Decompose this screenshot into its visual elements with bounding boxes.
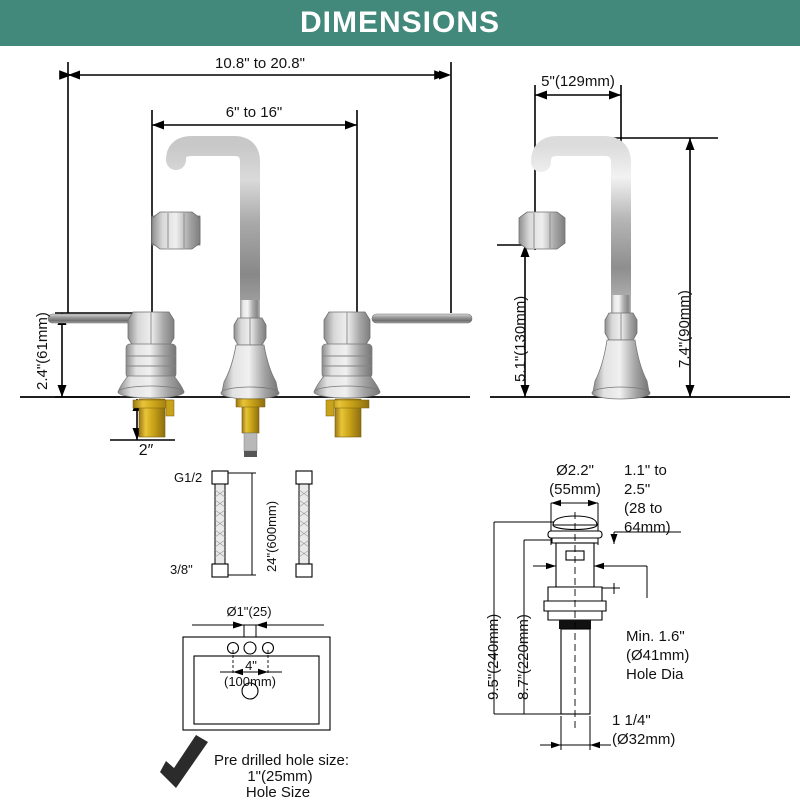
page-title: DIMENSIONS [299,6,501,39]
spout-base-side [591,312,651,400]
drain-body-length-label: 8.7”(220mm) [515,614,532,700]
deck-thickness-line3: (28 to [624,500,663,517]
tail-dia-line2: (Ø32mm) [612,731,676,748]
sink-spread-mm-label: (100mm) [223,674,277,689]
cap-diameter-dimension [550,499,599,545]
deck-thickness-line1: 1.1" to [624,462,667,479]
deck-thickness-line2: 2.5" [624,481,651,498]
handle-height-dimension [55,312,160,398]
supply-hose-left [211,470,229,578]
brass-shank-left [132,398,175,438]
overall-height-dimension [555,137,718,397]
faucet-handle-right [313,311,473,399]
brass-shank-right [325,398,370,438]
min-hole-leader [602,583,620,594]
handle-spread-label: 6" to 16" [225,104,283,121]
deck-thickness-line4: 64mm) [624,519,671,536]
spout-base [220,317,280,400]
min-hole-line2: (Ø41mm) [626,647,690,664]
shank-length-dimension [110,399,175,441]
handle-spread-dimension [151,110,358,320]
hose-bottom-thread-label: 3/8" [170,562,193,577]
overall-height-label: 7.4"(90mm) [676,290,693,368]
shank-length-label: 2″ [138,442,154,459]
hose-top-thread-label: G1/2 [174,470,203,485]
drain-cap-dia-label: Ø2.2" [556,462,594,479]
drain-cap-dia-mm-label: (55mm) [549,481,601,498]
faucet-front-view [47,136,473,457]
body-width-arrows [533,562,648,598]
overall-spread-label: 10.8" to 20.8" [215,55,305,72]
faucet-handle-left [47,311,185,399]
faucet-side-view [490,85,790,400]
note-line2: 1"(25mm) [247,768,313,785]
brass-shank-center [235,398,266,457]
spout-reach-label: 5"(129mm) [541,73,615,90]
header-banner: DIMENSIONS [0,0,800,46]
hose-length-dimension [228,472,256,576]
supply-hoses [211,470,313,578]
spout-height-label: 5.1"(130mm) [512,295,529,382]
note-line1: Pre drilled hole size: [214,752,350,769]
min-hole-line3: Hole Dia [626,666,684,683]
check-mark-icon [160,735,208,788]
drain-total-length-label: 9.5"(240mm) [485,613,502,700]
hose-length-label: 24"(600mm) [264,500,279,572]
min-hole-line1: Min. 1.6" [626,628,685,645]
sink-hole-dia-label: Ø1"(25) [226,604,272,619]
overall-spread-dimension [59,62,452,313]
handle-height-label: 2.4"(61mm) [34,312,51,390]
note-line3: Hole Size [245,784,311,800]
tail-dia-line1: 1 1/4" [612,712,651,729]
sink-spread-label: 4" [245,658,257,673]
supply-hose-right [295,470,313,578]
tail-diameter-dimension [540,716,611,750]
spout-reach-dimension [534,85,622,330]
spout-aerator-nut [151,211,201,250]
spout-aerator-nut-side [518,211,566,250]
